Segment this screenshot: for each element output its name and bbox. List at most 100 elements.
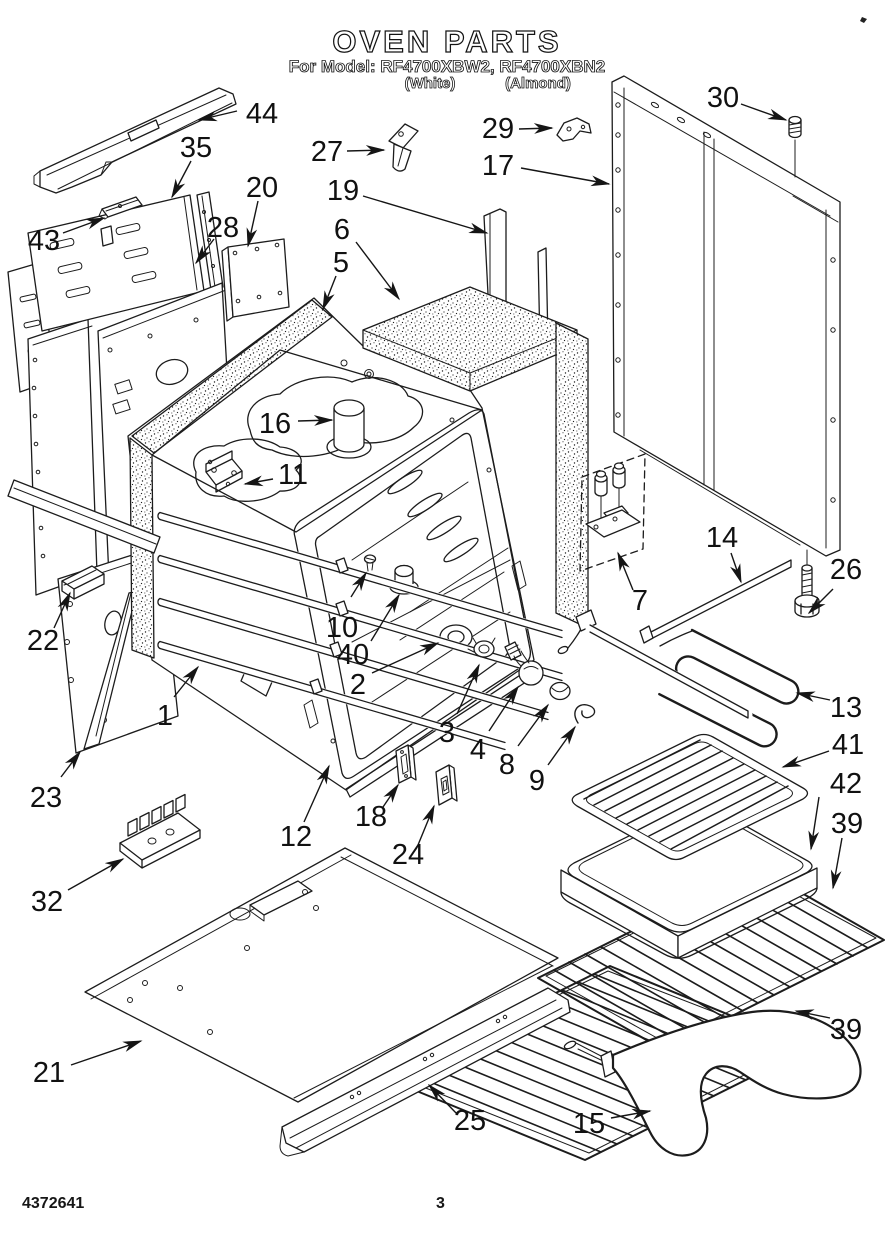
footer: 4372641 3 (22, 1195, 445, 1212)
broiler-grid (571, 733, 809, 861)
mounting-clip (98, 196, 143, 220)
front-base-rail (279, 987, 571, 1157)
callout-c27-arrow (346, 145, 386, 156)
callout-c2-label: 2 (350, 669, 366, 701)
callout-c24-label: 24 (392, 839, 424, 871)
oven-sensor (585, 462, 641, 538)
callout-c5-label: 5 (333, 247, 349, 279)
callout-c42-label: 42 (830, 768, 862, 800)
bake-element (658, 628, 800, 748)
callout-c21-label: 21 (33, 1057, 65, 1089)
rack-rail (155, 597, 553, 721)
color-option-almond: (Almond) (505, 75, 571, 92)
callout-c32-arrow (67, 858, 125, 891)
callout-c13-label: 13 (830, 692, 862, 724)
callout-c25-label: 25 (454, 1105, 486, 1137)
latch-bracket (435, 764, 458, 806)
callout-c35-arrow (171, 160, 192, 199)
callout-c21-arrow (70, 1040, 143, 1066)
callout-c27-label: 27 (311, 136, 343, 168)
screw (363, 554, 377, 572)
title-block: OVEN PARTS For Model: RF4700XBW2, RF4700… (288, 23, 605, 92)
callout-c26-arrow (807, 588, 834, 615)
callout-c11-label: 11 (278, 459, 308, 491)
light-bulb (504, 641, 544, 686)
leveling-foot (794, 549, 820, 618)
callout-c44-arrow (197, 110, 238, 122)
callout-c39a-label: 39 (831, 808, 863, 840)
callout-c18-label: 18 (355, 801, 387, 833)
callout-c3-label: 3 (439, 717, 455, 749)
callout-c22-label: 22 (27, 625, 59, 657)
callout-c19-arrow (362, 195, 489, 234)
vent-tube (326, 399, 372, 459)
small-bracket (556, 117, 592, 142)
callout-c41-arrow (781, 750, 830, 768)
oven-sensor-box (579, 453, 646, 572)
callout-c16-arrow (297, 415, 334, 426)
callout-c22-arrow (53, 591, 71, 629)
screw (788, 115, 802, 178)
small-parts (388, 115, 802, 806)
callout-c12-label: 12 (280, 821, 312, 853)
grommet-disc (549, 681, 571, 701)
callout-c20-arrow (246, 200, 259, 248)
document-number: 4372641 (22, 1195, 84, 1212)
callout-c28-label: 28 (207, 212, 239, 244)
terminal-block (119, 793, 201, 869)
broil-element (563, 1009, 862, 1157)
callout-c7-arrow (617, 551, 634, 591)
callout-c30-label: 30 (707, 82, 739, 114)
callout-c5-arrow (322, 275, 337, 311)
callout-c9-arrow (547, 725, 576, 766)
callout-c42-arrow (808, 796, 820, 851)
callout-c40-label: 40 (337, 639, 369, 671)
callout-c13-arrow (795, 691, 831, 703)
callout-c15-label: 15 (573, 1108, 605, 1140)
color-option-white: (White) (405, 75, 456, 92)
page-title: OVEN PARTS (332, 24, 561, 59)
callout-c44-label: 44 (246, 98, 278, 130)
callout-c19-label: 19 (327, 175, 359, 207)
callout-c9-label: 9 (529, 765, 545, 797)
corner-print-mark (860, 17, 867, 23)
callout-c23-arrow (60, 750, 81, 778)
left-side-panel (27, 318, 98, 596)
callout-c10-arrow (350, 571, 367, 598)
insulation-cutout (193, 438, 302, 502)
lamp-socket (467, 637, 496, 658)
support-bracket (61, 565, 105, 600)
callout-c11-arrow (243, 475, 274, 487)
top-insulation-slab (362, 286, 578, 392)
insulation-cutout (247, 376, 424, 458)
callout-c29-arrow (518, 123, 554, 134)
element-support-rod (639, 559, 796, 644)
callout-c40-arrow (370, 593, 400, 642)
callout-c7-label: 7 (632, 585, 648, 617)
callout-c6-label: 6 (334, 214, 350, 246)
bake-element-assembly (557, 549, 820, 748)
callout-c39b-arrow (794, 1009, 831, 1020)
callout-c43-arrow (62, 217, 106, 234)
rack-rails (7, 479, 567, 751)
callout-c3-arrow (456, 663, 480, 715)
callout-c2-arrow (371, 642, 440, 674)
callout-c1-arrow (173, 665, 200, 698)
callout-c20-label: 20 (246, 172, 278, 204)
callout-c15-arrow (610, 1108, 652, 1120)
callout-c17-arrow (520, 167, 611, 187)
callout-c12-arrow (303, 764, 330, 823)
model-line: For Model: RF4700XBW2, RF4700XBN2 (289, 57, 605, 76)
callout-c39b-label: 39 (830, 1014, 862, 1046)
thermostat-bracket (205, 450, 243, 493)
callout-c10-label: 10 (326, 612, 358, 644)
callout-c26-label: 26 (830, 554, 862, 586)
wire-clip (388, 123, 419, 172)
right-side-panel (611, 75, 841, 557)
callout-c32-label: 32 (31, 886, 63, 918)
rack-rail (155, 640, 510, 751)
callout-c8-arrow (517, 703, 549, 747)
callout-c18-arrow (382, 783, 399, 808)
page-number: 3 (436, 1195, 445, 1212)
